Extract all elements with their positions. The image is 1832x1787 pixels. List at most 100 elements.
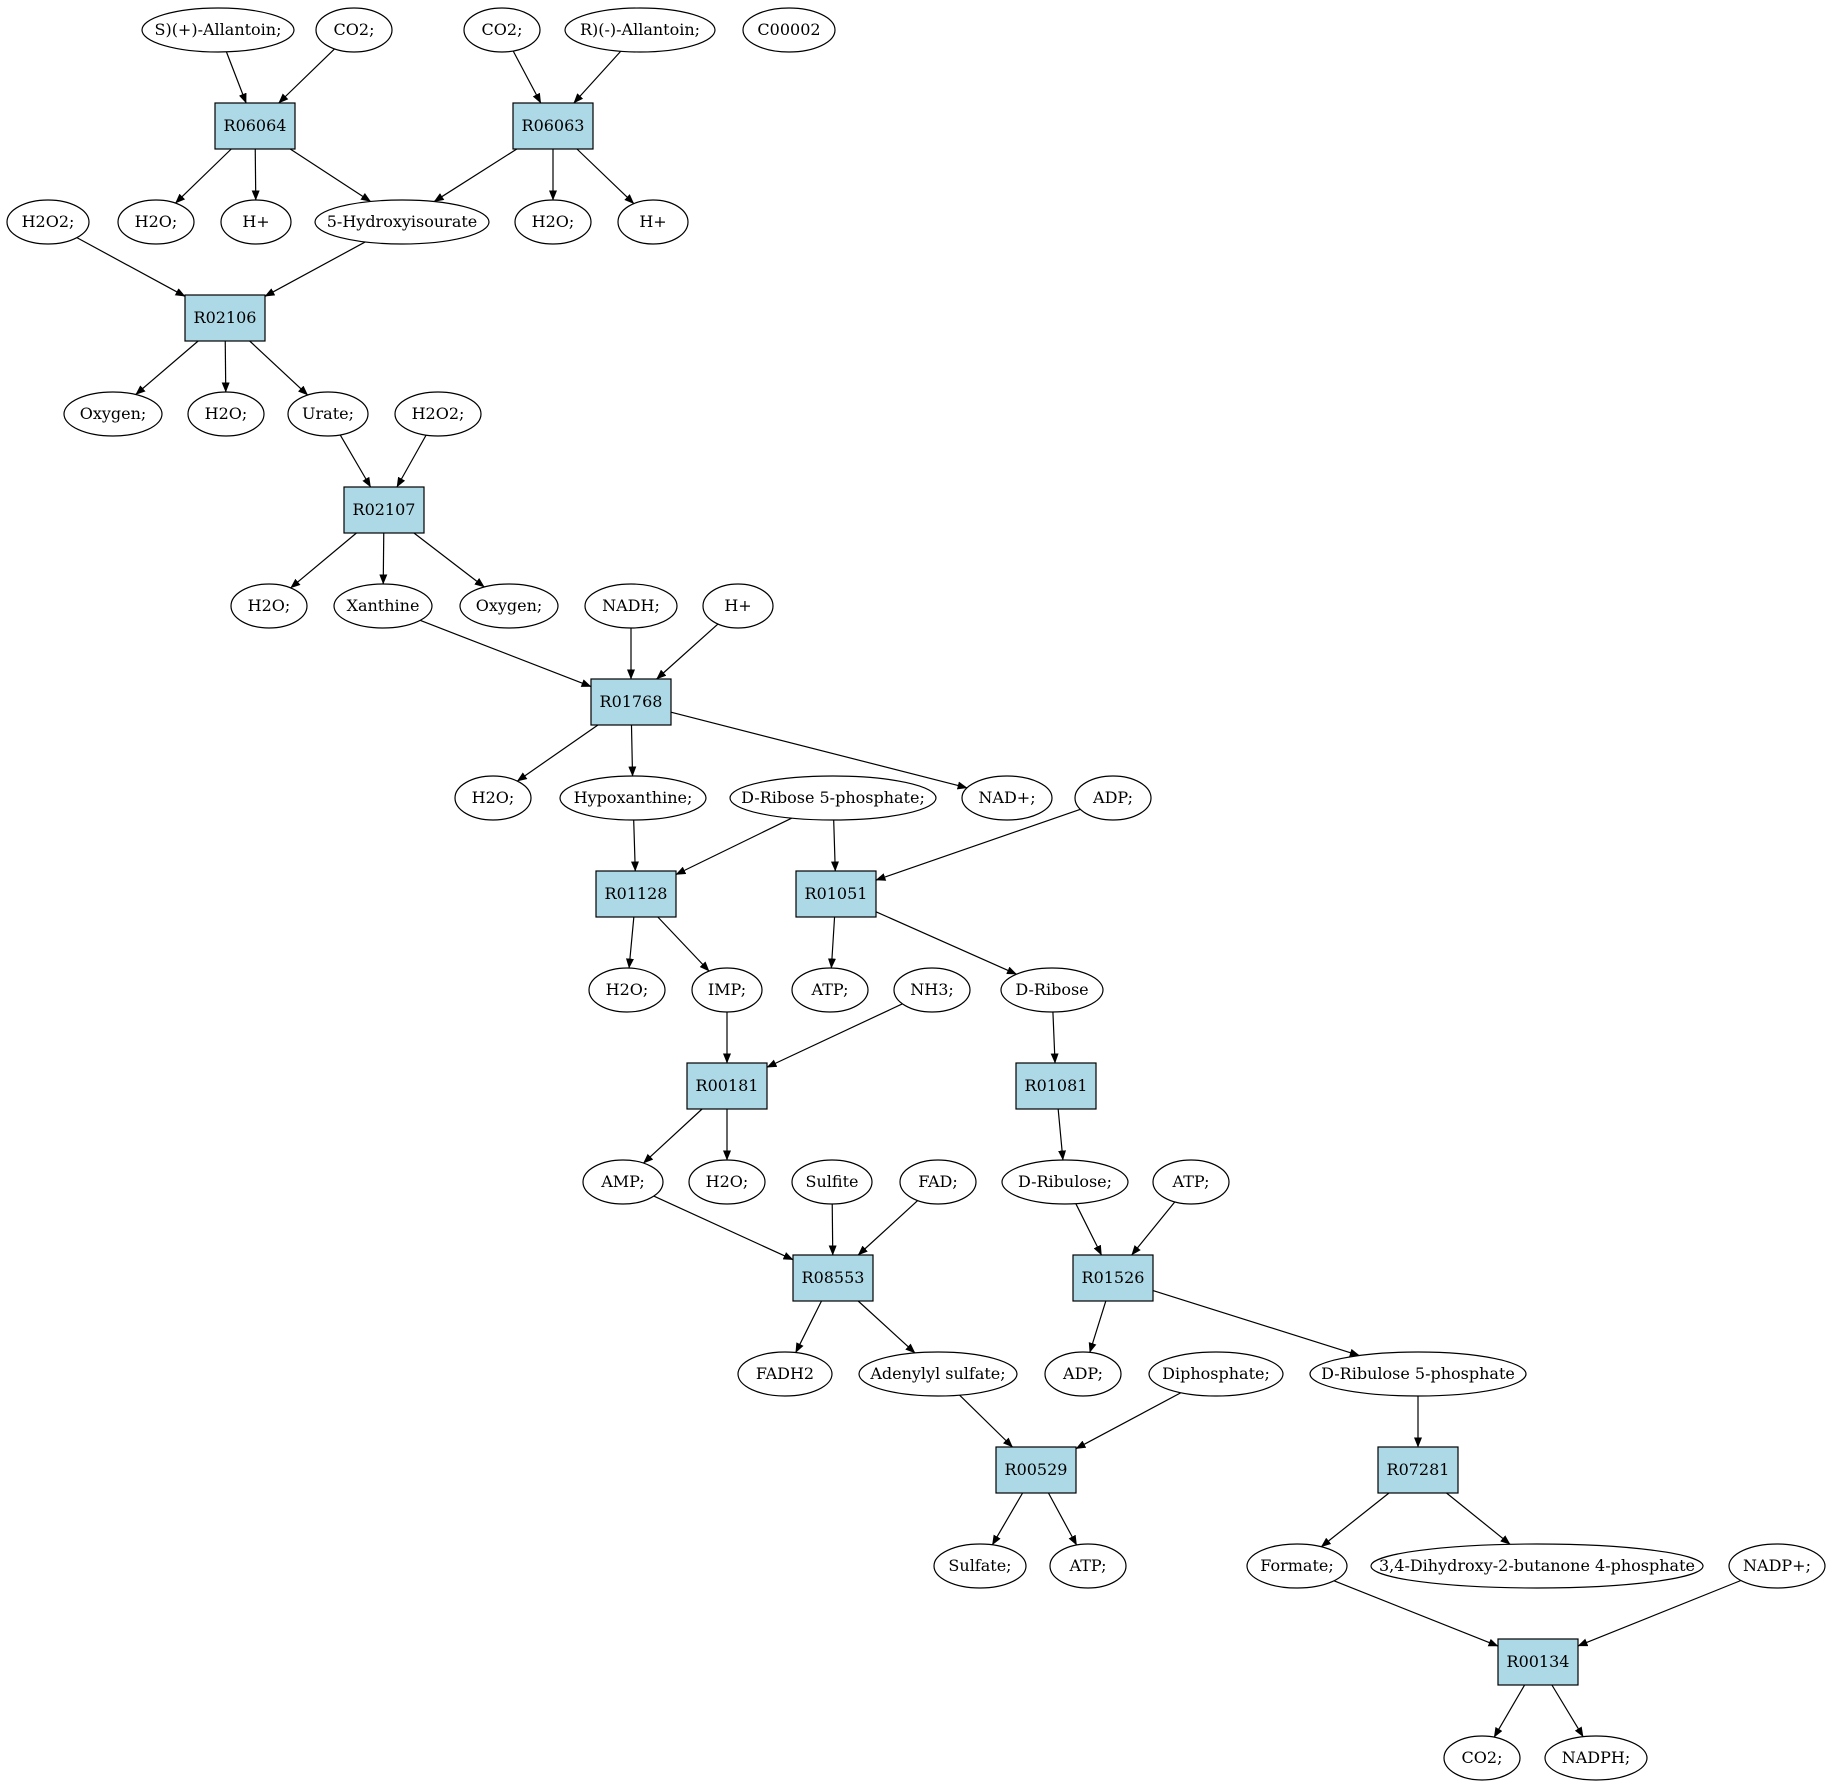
compound-node-c_hplus_c[interactable]: H+ (702, 583, 774, 629)
compound-node-c_nadplus[interactable]: NAD+; (961, 775, 1053, 821)
compound-node-c_atp_c[interactable]: ATP; (1049, 1543, 1127, 1589)
reaction-node-r06064[interactable]: R06064 (214, 102, 296, 150)
compound-node-c_imp[interactable]: IMP; (691, 967, 763, 1013)
reaction-node-r00529[interactable]: R00529 (995, 1446, 1077, 1494)
compound-node-c_adenylyl[interactable]: Adenylyl sulfate; (858, 1351, 1018, 1397)
compound-ellipse (933, 1543, 1027, 1589)
edge-r08553-to-c_fadh2 (795, 1300, 823, 1354)
reaction-box (795, 870, 877, 918)
node-label: D-Ribose (1015, 980, 1088, 999)
reaction-node-r01128[interactable]: R01128 (595, 870, 677, 918)
reaction-node-r02106[interactable]: R02106 (184, 294, 266, 342)
reaction-box (512, 102, 594, 150)
compound-node-c_h2o2_a[interactable]: H2O2; (6, 199, 90, 245)
compound-node-c_atp_a[interactable]: ATP; (791, 967, 869, 1013)
compound-ellipse (287, 391, 369, 437)
reaction-node-r00134[interactable]: R00134 (1497, 1638, 1579, 1686)
compound-node-c_dribulose[interactable]: D-Ribulose; (1001, 1159, 1129, 1205)
compound-node-c_fad[interactable]: FAD; (899, 1159, 977, 1205)
compound-node-c_h2o_d[interactable]: H2O; (230, 583, 308, 629)
edge-r00181-to-c_amp (643, 1108, 703, 1164)
node-label: R00181 (696, 1076, 759, 1095)
compound-node-c_co2_b[interactable]: CO2; (463, 7, 541, 53)
compound-ellipse (1000, 967, 1104, 1013)
compound-node-c_hplus_b[interactable]: H+ (617, 199, 689, 245)
edge-r00134-to-c_nadph (1551, 1684, 1584, 1738)
compound-ellipse (893, 967, 971, 1013)
reaction-node-r08553[interactable]: R08553 (792, 1254, 874, 1302)
compound-node-c_h2o_f[interactable]: H2O; (588, 967, 666, 1013)
edge-c_h2o2_a-to-r02106 (76, 237, 186, 297)
compound-node-c_amp[interactable]: AMP; (582, 1159, 664, 1205)
node-label: NADP+; (1743, 1556, 1811, 1575)
compound-node-c_fadh2[interactable]: FADH2 (737, 1351, 833, 1397)
reaction-box (995, 1446, 1077, 1494)
nodes-layer: S)(+)-Allantoin; CO2; CO2; R)(-)-Allantoin;… (6, 7, 1826, 1781)
compound-node-c_r_allantoin[interactable]: R)(-)-Allantoin; (564, 7, 716, 53)
compound-ellipse (230, 583, 308, 629)
node-label: AMP; (600, 1172, 645, 1191)
compound-node-c_dribose[interactable]: D-Ribose (1000, 967, 1104, 1013)
compound-node-c_h2o_c[interactable]: H2O; (187, 391, 265, 437)
edge-r01768-to-c_nadplus (670, 711, 968, 790)
compound-node-c_s_allantoin[interactable]: S)(+)-Allantoin; (141, 7, 295, 53)
edge-r02106-to-c_urate (249, 340, 309, 396)
compound-ellipse (858, 1351, 1018, 1397)
node-label: D-Ribulose; (1018, 1172, 1112, 1191)
compound-node-c_nadh[interactable]: NADH; (584, 583, 678, 629)
compound-node-c_nadpplus[interactable]: NADP+; (1728, 1543, 1826, 1589)
compound-node-c_hplus_a[interactable]: H+ (220, 199, 292, 245)
compound-ellipse (1074, 775, 1152, 821)
edge-c_nh3-to-r00181 (766, 1003, 903, 1068)
compound-node-c_urate[interactable]: Urate; (287, 391, 369, 437)
edge-r02106-to-c_oxygen_a (135, 340, 199, 395)
reaction-node-r01051[interactable]: R01051 (795, 870, 877, 918)
compound-node-c_atp_b[interactable]: ATP; (1152, 1159, 1230, 1205)
compound-node-c_co2_a[interactable]: CO2; (315, 7, 393, 53)
node-label: NAD+; (978, 788, 1035, 807)
compound-node-c_ribose5p[interactable]: D-Ribose 5-phosphate; (729, 775, 937, 821)
compound-node-c_sulfate[interactable]: Sulfate; (933, 1543, 1027, 1589)
compound-node-c_h2o_a[interactable]: H2O; (117, 199, 195, 245)
compound-ellipse (463, 7, 541, 53)
compound-node-c_h2o_e[interactable]: H2O; (454, 775, 532, 821)
compound-node-c_hydroxyisourate[interactable]: 5-Hydroxyisourate (314, 199, 490, 245)
compound-node-c_formate[interactable]: Formate; (1246, 1543, 1348, 1589)
compound-node-c_xanthine[interactable]: Xanthine (333, 583, 433, 629)
compound-ellipse (1728, 1543, 1826, 1589)
edge-r01768-to-c_hypoxanthine (628, 724, 637, 777)
node-label: Adenylyl sulfate; (869, 1364, 1005, 1383)
compound-node-c_oxygen_a[interactable]: Oxygen; (63, 391, 163, 437)
reaction-node-r00181[interactable]: R00181 (686, 1062, 768, 1110)
reaction-box (686, 1062, 768, 1110)
node-label: Urate; (302, 404, 354, 423)
reaction-node-r07281[interactable]: R07281 (1377, 1446, 1459, 1494)
reaction-node-r06063[interactable]: R06063 (512, 102, 594, 150)
compound-node-c_oxygen_b[interactable]: Oxygen; (459, 583, 559, 629)
edge-r02107-to-c_xanthine (379, 532, 388, 585)
reaction-node-r02107[interactable]: R02107 (343, 486, 425, 534)
node-label: D-Ribose 5-phosphate; (741, 788, 925, 807)
compound-node-c_hypoxanthine[interactable]: Hypoxanthine; (559, 775, 707, 821)
compound-node-c_c00002[interactable]: C00002 (742, 7, 836, 53)
compound-ellipse (1370, 1543, 1704, 1589)
compound-node-c_h2o_g[interactable]: H2O; (688, 1159, 766, 1205)
compound-node-c_adp_b[interactable]: ADP; (1044, 1351, 1122, 1397)
compound-node-c_nadph[interactable]: NADPH; (1544, 1735, 1648, 1781)
compound-node-c_dhbp[interactable]: 3,4-Dihydroxy-2-butanone 4-phosphate (1370, 1543, 1704, 1589)
reaction-node-r01526[interactable]: R01526 (1072, 1254, 1154, 1302)
node-label: H2O; (532, 212, 575, 231)
compound-ellipse (1044, 1351, 1122, 1397)
compound-node-c_h2o_b[interactable]: H2O; (514, 199, 592, 245)
compound-node-c_diphosphate[interactable]: Diphosphate; (1148, 1351, 1284, 1397)
node-label: R06063 (522, 116, 585, 135)
reaction-node-r01081[interactable]: R01081 (1015, 1062, 1097, 1110)
compound-node-c_adp_a[interactable]: ADP; (1074, 775, 1152, 821)
compound-node-c_sulfite[interactable]: Sulfite (791, 1159, 873, 1205)
compound-node-c_nh3[interactable]: NH3; (893, 967, 971, 1013)
compound-node-c_ribulose5p[interactable]: D-Ribulose 5-phosphate (1309, 1351, 1527, 1397)
reaction-node-r01768[interactable]: R01768 (590, 678, 672, 726)
compound-node-c_co2_c[interactable]: CO2; (1443, 1735, 1521, 1781)
compound-node-c_h2o2_b[interactable]: H2O2; (394, 391, 482, 437)
